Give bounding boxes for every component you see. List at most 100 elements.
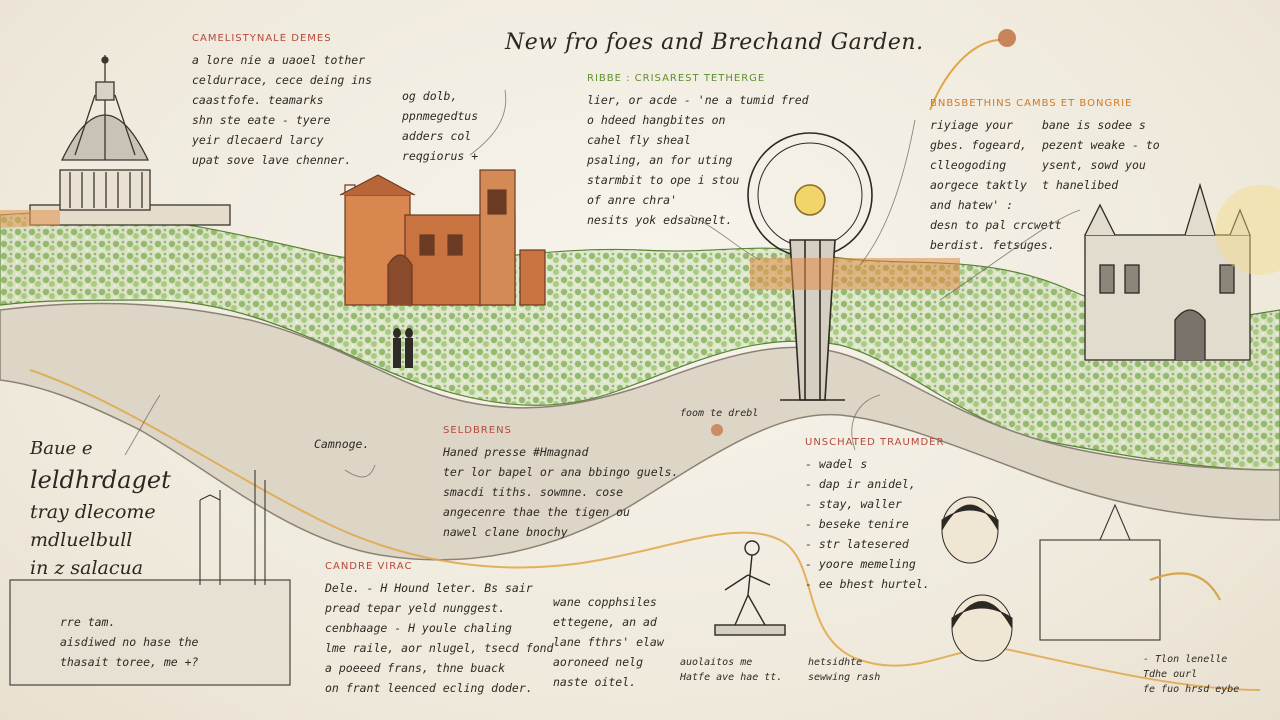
- note-heading: BNBSBETHINS CAMBS ET BONGRIE: [930, 98, 1133, 109]
- city-skyline-sketch: [9, 470, 291, 686]
- note-line: sewwing rash: [808, 672, 881, 683]
- note-line: nawel clane bnochy: [443, 525, 568, 539]
- note-line: nesits yok edsaunelt.: [587, 213, 733, 227]
- note-line: Tdhe ourl: [1143, 669, 1198, 680]
- note-line: - str latesered: [805, 537, 909, 551]
- note-line: shn ste eate - tyere: [192, 113, 331, 127]
- note-line: celdurrace, cece deing ins: [192, 73, 373, 87]
- note-line: berdist. fetsuges.: [930, 238, 1055, 252]
- capitol-dome: [29, 55, 231, 226]
- note-bottom-center: wane copphsiles ettegene, an ad lane fth…: [553, 592, 664, 692]
- note-line: Hatfe ave hae tt.: [680, 672, 783, 683]
- gothic-building: [1084, 182, 1251, 361]
- note-line: yeir dlecaerd larcy: [192, 133, 324, 147]
- note-heading: SELDBRENS: [443, 425, 512, 436]
- note-line: lme raile, aor nlugel, tsecd fond: [325, 641, 554, 655]
- note-line: a poeeed frans, thne buack: [325, 661, 506, 675]
- note-line: - stay, waller: [805, 497, 902, 511]
- note-line: o hdeed hangbites on: [587, 113, 726, 127]
- note-line: a lore nie a uaoel tother: [192, 53, 366, 67]
- note-line: rre tam.: [60, 615, 116, 629]
- note-line: ter lor bapel or ana bbingo guels.: [443, 465, 679, 479]
- note-caption-2: hetsidhte sewwing rash: [808, 655, 880, 685]
- note-line: and hatew' :: [930, 198, 1014, 212]
- note-top-center: RIBBE : CRISAREST TETHERGE lier, or acde…: [587, 72, 809, 230]
- route-line: [29, 369, 1261, 691]
- statue-sketch: [714, 540, 786, 636]
- note-line: - dap ir anidel,: [805, 477, 916, 491]
- note-line: angecenre thae the tigen ou: [443, 505, 630, 519]
- note-heading: RIBBE : CRISAREST TETHERGE: [587, 73, 766, 84]
- note-line: naste oitel.: [553, 675, 637, 689]
- note-line: hetsidhte: [808, 657, 863, 668]
- label-camnoge: Camnoge.: [314, 434, 369, 454]
- note-line: caastfofe. teamarks: [192, 93, 324, 107]
- note-line: ysent, sowd you: [1042, 158, 1146, 172]
- big-handwritten-note: Baue e leldhrdaget tray dlecome mdluelbu…: [30, 436, 171, 582]
- note-line: reqgiorus +: [402, 149, 479, 163]
- big-line-3: tray dlecome: [30, 501, 156, 523]
- note-heading: CANDRE VIRAC: [325, 561, 413, 572]
- big-line-2: leldhrdaget: [30, 466, 171, 494]
- note-line: upat sove lave chenner.: [192, 153, 352, 167]
- label-text: Camnoge.: [314, 437, 370, 451]
- note-line: fe fuo hrsd eybe: [1143, 684, 1240, 695]
- note-line: Haned presse #Hmagnad: [443, 445, 589, 459]
- note-line: auolaitos me: [680, 657, 753, 668]
- cathedral-sketch: [1039, 503, 1221, 641]
- note-line: of anre chra': [587, 193, 678, 207]
- label-path: foom te drebl: [680, 404, 758, 424]
- note-statue-caption: auolaitos me Hatfe ave hae tt.: [680, 655, 782, 685]
- note-line: - ee bhest hurtel.: [805, 577, 930, 591]
- big-line-1: Baue e: [30, 438, 93, 459]
- note-line: cenbhaage - H youle chaling: [325, 621, 512, 635]
- note-top-left: CAMELISTYNALE DEMES a lore nie a uaoel t…: [192, 32, 372, 170]
- note-mid-right: UNSCHATED TRAUMDER - wadel s - dap ir an…: [805, 436, 944, 594]
- note-line: gbes. fogeard,: [930, 138, 1027, 152]
- big-line-5: in z salacua: [30, 557, 144, 579]
- note-line: ettegene, an ad: [553, 615, 657, 629]
- note-top-right-col1: riyiage your gbes. fogeard, clleogoding …: [930, 115, 1062, 255]
- note-line: pezent weake - to: [1042, 138, 1160, 152]
- big-line-4: mdluelbull: [30, 529, 133, 551]
- note-line: pread tepar yeld nunggest.: [325, 601, 506, 615]
- note-line: - yoore memeling: [805, 557, 916, 571]
- note-heading: UNSCHATED TRAUMDER: [805, 437, 945, 448]
- note-line: smacdi tiths. sowmne. cose: [443, 485, 624, 499]
- note-bottom-right-caption: - Tlon lenelle Tdhe ourl fe fuo hrsd eyb…: [1143, 652, 1239, 697]
- note-line: aisdiwed no hase the: [60, 635, 199, 649]
- note-line: og dolb,: [402, 89, 458, 103]
- note-line: Dele. - H Hound leter. Bs sair: [325, 581, 533, 595]
- note-line: starmbit to ope i stou: [587, 173, 740, 187]
- note-bottom-center-left: CANDRE VIRAC Dele. - H Hound leter. Bs s…: [325, 560, 553, 698]
- note-line: riyiage your: [930, 118, 1014, 132]
- note-line: psaling, an for uting: [587, 153, 733, 167]
- note-top-right: BNBSBETHINS CAMBS ET BONGRIE: [930, 97, 1132, 115]
- note-bottom-left-box: rre tam. aisdiwed no hase the thasait to…: [60, 612, 198, 672]
- note-line: - wadel s: [805, 457, 868, 471]
- note-line: cahel fly sheal: [587, 133, 691, 147]
- note-line: aorgece taktly: [930, 178, 1027, 192]
- portrait-sketch-1: [941, 496, 999, 564]
- note-line: bane is sodee s: [1042, 118, 1146, 132]
- note-line: wane copphsiles: [553, 595, 657, 609]
- portrait-sketch-2: [951, 594, 1013, 662]
- note-line: on frant leenced ecling doder.: [325, 681, 533, 695]
- note-line: thasait toree, me +?: [60, 655, 199, 669]
- note-line: ppnmegedtus: [402, 109, 479, 123]
- note-line: lane fthrs' elaw: [553, 635, 664, 649]
- brick-castle: [339, 169, 546, 306]
- note-line: adders col: [402, 129, 472, 143]
- note-line: desn to pal crcwett: [930, 218, 1062, 232]
- note-line: t hanelibed: [1042, 178, 1119, 192]
- note-line: aoroneed nelg: [553, 655, 644, 669]
- page-title: New fro foes and Brechand Garden.: [505, 30, 924, 55]
- note-line: lier, or acde - 'ne a tumid fred: [587, 93, 809, 107]
- note-line: clleogoding: [930, 158, 1007, 172]
- label-text: foom te drebl: [680, 408, 759, 419]
- note-line: - Tlon lenelle: [1143, 654, 1228, 665]
- note-top-right-col2: bane is sodee s pezent weake - to ysent,…: [1042, 115, 1160, 195]
- note-line: - beseke tenire: [805, 517, 909, 531]
